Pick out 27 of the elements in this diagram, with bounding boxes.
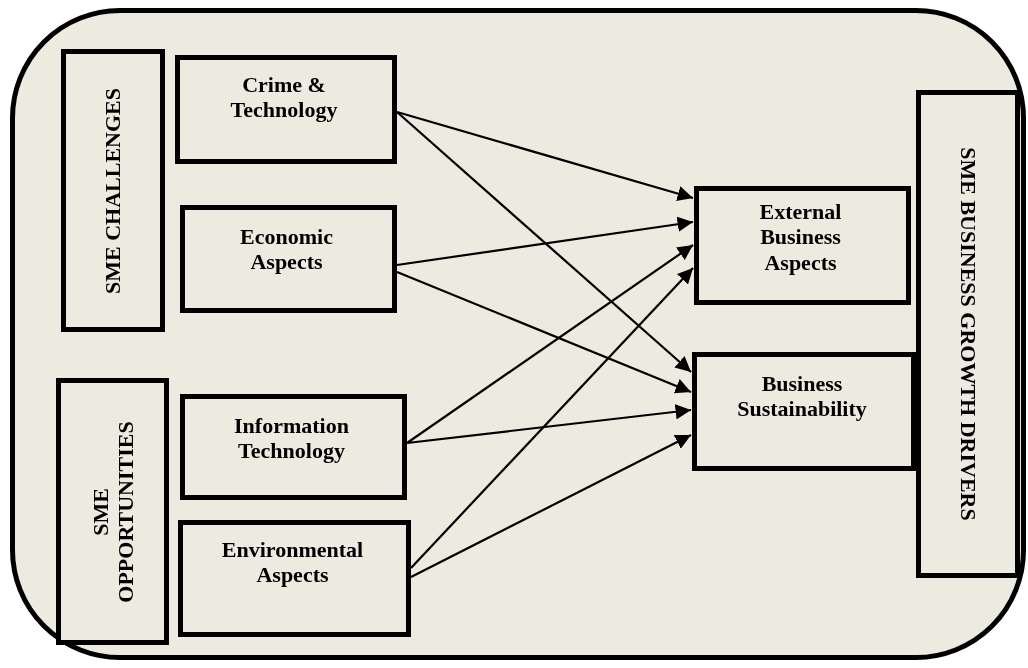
node-label: Economic Aspects: [239, 224, 334, 275]
process-box: [694, 186, 911, 305]
arrow: [406, 244, 694, 444]
process-box: [180, 394, 407, 500]
category-box: [61, 49, 165, 332]
process-box: [692, 352, 916, 471]
node-label: Information Technology: [233, 413, 350, 464]
process-box: [175, 55, 397, 164]
arrow: [396, 216, 694, 267]
node-label: SME CHALLENGES: [100, 86, 126, 296]
node-label: External Business Aspects: [758, 199, 843, 275]
arrow: [406, 404, 692, 445]
category-box: [916, 90, 1020, 578]
arrow: [396, 110, 694, 202]
frame-background: [10, 8, 1026, 660]
arrow: [396, 111, 692, 373]
node-label: SME OPPORTUNITIES: [87, 419, 138, 605]
node-label: Environmental Aspects: [220, 537, 365, 588]
arrow: [410, 267, 694, 569]
process-box: [178, 520, 411, 637]
node-label: Business Sustainability: [736, 371, 868, 422]
node-label: SME BUSINESS GROWTH DRIVERS: [955, 146, 981, 523]
node-label: Crime & Technology: [229, 72, 339, 123]
process-box: [180, 205, 397, 313]
arrow: [396, 271, 692, 394]
category-box: [56, 378, 169, 645]
arrow: [410, 434, 692, 578]
